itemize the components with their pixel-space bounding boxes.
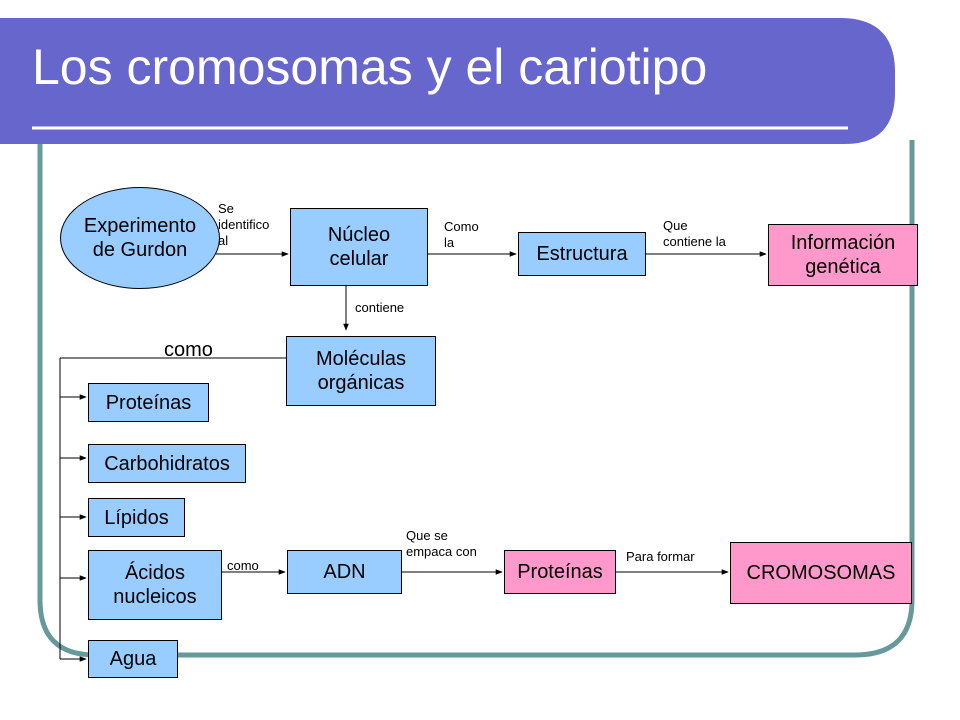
label-contiene: contiene — [355, 300, 405, 315]
slide-title: Los cromosomas y el cariotipo — [32, 39, 708, 95]
label-como-adn: como — [227, 558, 259, 573]
label-para-formar: Para formar — [626, 549, 695, 564]
label-que-contiene: Que contiene la — [663, 218, 726, 249]
header-band — [0, 18, 895, 144]
node-informacion-genetica: Información genética — [768, 224, 918, 286]
node-cromosomas: CROMOSOMAS — [730, 542, 912, 604]
node-proteinas-empaque: Proteínas — [504, 550, 616, 594]
node-lipidos: Lípidos — [88, 498, 185, 537]
slide-border — [37, 140, 915, 658]
node-acidos-nucleicos: Ácidos nucleicos — [88, 550, 222, 620]
node-nucleo-celular: Núcleo celular — [290, 208, 428, 286]
label-como-la: Como la — [444, 219, 479, 250]
label-que-se-empaca: Que se empaca con — [406, 528, 477, 559]
node-agua: Agua — [88, 640, 178, 678]
label-como-branch: como — [164, 339, 213, 361]
node-carbohidratos: Carbohidratos — [88, 444, 246, 483]
node-estructura: Estructura — [518, 232, 646, 276]
node-experimento-gurdon: Experimento de Gurdon — [60, 187, 220, 289]
label-se-identifico: Se identifico al — [218, 201, 270, 248]
node-moleculas-organicas: Moléculas orgánicas — [286, 336, 436, 406]
node-adn: ADN — [287, 550, 402, 594]
node-proteinas: Proteínas — [88, 383, 209, 422]
